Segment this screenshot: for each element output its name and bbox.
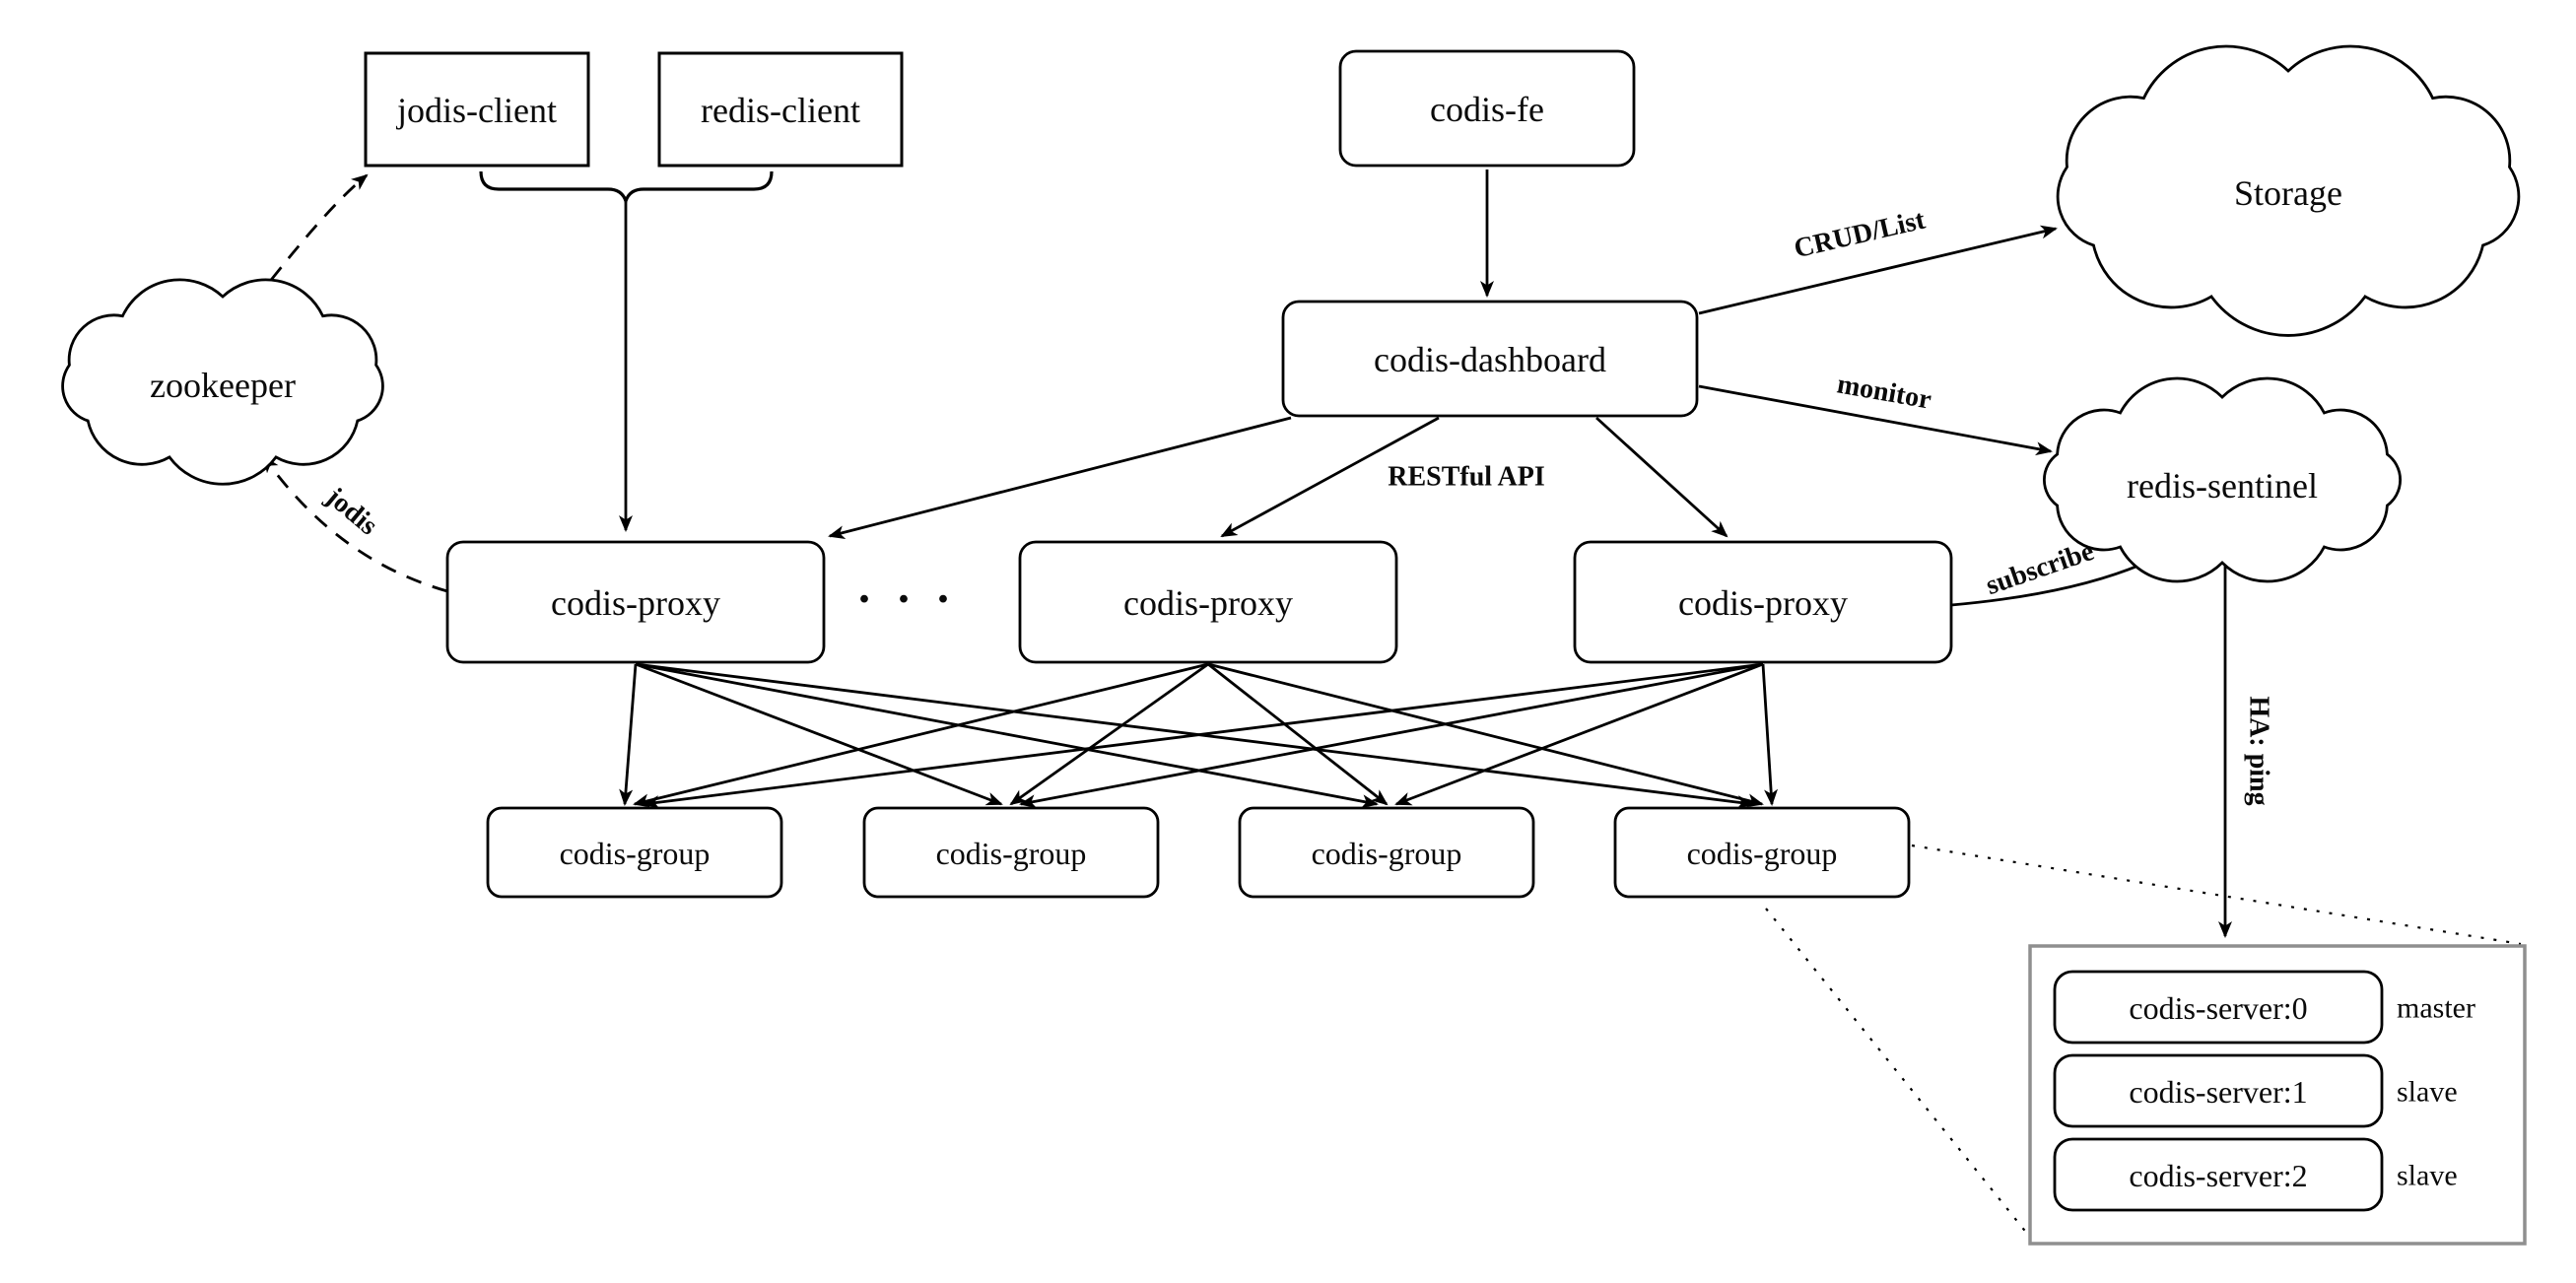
edge-proxy2-group3 (1207, 662, 1389, 806)
subscribe-label: subscribe (1982, 536, 2097, 601)
jodis-client-label: jodis-client (395, 91, 557, 130)
codis-server-0-label: codis-server:0 (2129, 990, 2307, 1026)
server-0-role: master (2397, 992, 2475, 1025)
edge-proxy1-group3 (635, 662, 1379, 809)
codis-proxy-1-label: codis-proxy (551, 583, 720, 623)
codis-server-2-label: codis-server:2 (2129, 1158, 2307, 1193)
edges (252, 169, 2522, 1241)
clients-brace (479, 170, 774, 207)
codis-proxy-node-2: codis-proxy (1018, 540, 1398, 664)
codis-group-node-4: codis-group (1613, 806, 1911, 899)
monitor-label: monitor (1835, 369, 1933, 415)
redis-client-label: redis-client (701, 91, 860, 130)
edge-proxy3-group4 (1761, 663, 1779, 806)
edge-proxy3-group3 (1394, 662, 1764, 806)
storage-label: Storage (2234, 173, 2342, 213)
crud-list-label: CRUD/List (1792, 205, 1930, 265)
codis-group-1-label: codis-group (560, 836, 711, 871)
edge-proxy3-group2 (1019, 662, 1764, 809)
restful-api-label: RESTful API (1388, 462, 1545, 493)
codis-group-3-label: codis-group (1312, 836, 1462, 871)
codis-server-node-1: codis-server:1 (2053, 1053, 2384, 1128)
cloud-redis-sentinel (2043, 376, 2402, 583)
zookeeper-label: zookeeper (150, 366, 296, 405)
codis-group-2-label: codis-group (936, 836, 1087, 871)
edge-proxy1-group1 (619, 663, 638, 806)
codis-group-node-2: codis-group (862, 806, 1160, 899)
server-2-role: slave (2397, 1160, 2458, 1192)
server-1-role: slave (2397, 1076, 2458, 1109)
edge-dashboard-to-proxy2 (1220, 416, 1440, 538)
codis-group-node-3: codis-group (1238, 806, 1535, 899)
edge-proxy3-group1 (643, 662, 1764, 810)
codis-group-detail-container: codis-server:0 master codis-server:1 sla… (2028, 944, 2527, 1246)
codis-server-node-0: codis-server:0 (2053, 970, 2384, 1045)
codis-group-node-1: codis-group (486, 806, 783, 899)
codis-fe-label: codis-fe (1430, 90, 1544, 129)
edge-proxy1-group2 (635, 662, 1003, 806)
edge-group4-container-bottom (1765, 908, 2033, 1241)
edge-proxy2-group2 (1009, 662, 1209, 806)
edge-proxy1-to-zookeeper (262, 455, 448, 593)
edge-proxy2-group4 (1207, 662, 1764, 808)
codis-proxy-2-label: codis-proxy (1123, 583, 1293, 623)
edges-proxies-to-groups (619, 662, 1779, 810)
redis-sentinel-label: redis-sentinel (2127, 466, 2318, 506)
jodis-label: jodis (319, 481, 383, 541)
proxy-ellipsis: · · · (856, 574, 957, 626)
codis-proxy-node-3: codis-proxy (1573, 540, 1953, 664)
codis-server-1-label: codis-server:1 (2129, 1074, 2307, 1110)
codis-fe-node: codis-fe (1338, 49, 1636, 168)
jodis-client-node: jodis-client (364, 51, 590, 168)
codis-dashboard-node: codis-dashboard (1281, 300, 1699, 418)
edge-proxy2-group1 (633, 662, 1209, 808)
cloud-zookeeper (61, 278, 384, 486)
edge-group4-container-top (1911, 844, 2522, 946)
cloud-storage (2056, 44, 2521, 337)
codis-dashboard-label: codis-dashboard (1374, 340, 1606, 379)
edge-dashboard-to-sentinel (1698, 384, 2053, 456)
codis-proxy-3-label: codis-proxy (1678, 583, 1848, 623)
edge-dashboard-to-proxy1 (828, 416, 1292, 540)
ha-ping-label: HA: ping (2244, 696, 2274, 805)
codis-group-4-label: codis-group (1687, 836, 1838, 871)
codis-proxy-node-1: codis-proxy (445, 540, 826, 664)
codis-server-node-2: codis-server:2 (2053, 1137, 2384, 1212)
redis-client-node: redis-client (657, 51, 904, 168)
edge-dashboard-to-proxy3 (1595, 416, 1729, 538)
edge-dashboard-to-storage (1698, 225, 2058, 315)
